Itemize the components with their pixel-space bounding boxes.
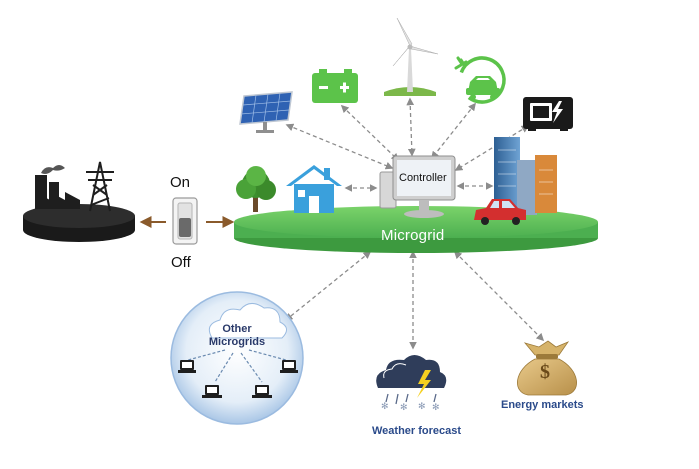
other-microgrids-line1: Other bbox=[222, 323, 252, 335]
switch-off-label: Off bbox=[171, 254, 191, 271]
ev-charger-icon bbox=[454, 56, 506, 104]
arrow-ev bbox=[431, 102, 476, 160]
utility-grid bbox=[23, 161, 135, 242]
svg-text:✻: ✻ bbox=[381, 402, 389, 412]
other-microgrids-label: Other Microgrids bbox=[206, 323, 268, 349]
connection-arrows bbox=[284, 97, 545, 350]
factory-icon bbox=[35, 165, 80, 209]
arrow-markets bbox=[453, 250, 545, 342]
svg-text:✻: ✻ bbox=[418, 402, 426, 412]
controller-monitor-icon bbox=[379, 155, 456, 218]
other-microgrids-line2: Microgrids bbox=[208, 336, 266, 348]
arrow-wind bbox=[406, 97, 416, 157]
house-icon bbox=[286, 165, 342, 213]
switch-icon[interactable] bbox=[172, 197, 198, 245]
weather-forecast-label: Weather forecast bbox=[372, 425, 462, 437]
arrow-battery bbox=[340, 104, 400, 162]
generator-icon bbox=[523, 97, 573, 131]
power-tower-icon bbox=[86, 161, 114, 212]
solar-panel-icon bbox=[239, 91, 293, 133]
microgrid-label: Microgrid bbox=[381, 227, 445, 244]
battery-icon bbox=[312, 69, 358, 103]
arrow-generator bbox=[454, 125, 530, 171]
network-globe-icon bbox=[170, 291, 304, 425]
storm-cloud-icon: ✻ ✻ ✻ ✻ bbox=[376, 355, 447, 413]
arrow-solar bbox=[285, 123, 394, 170]
energy-markets-label: Energy markets bbox=[501, 399, 584, 411]
dollar-sign: $ bbox=[540, 361, 550, 383]
svg-text:✻: ✻ bbox=[400, 403, 408, 413]
car-icon bbox=[474, 199, 526, 225]
money-bag-icon bbox=[517, 340, 577, 396]
svg-text:✻: ✻ bbox=[432, 403, 440, 413]
arrow-other-microgrids bbox=[284, 251, 372, 321]
wind-turbine-icon bbox=[384, 17, 439, 96]
tree-icon bbox=[236, 166, 276, 212]
switch-on-label: On bbox=[170, 174, 191, 191]
controller-label: Controller bbox=[399, 172, 447, 184]
